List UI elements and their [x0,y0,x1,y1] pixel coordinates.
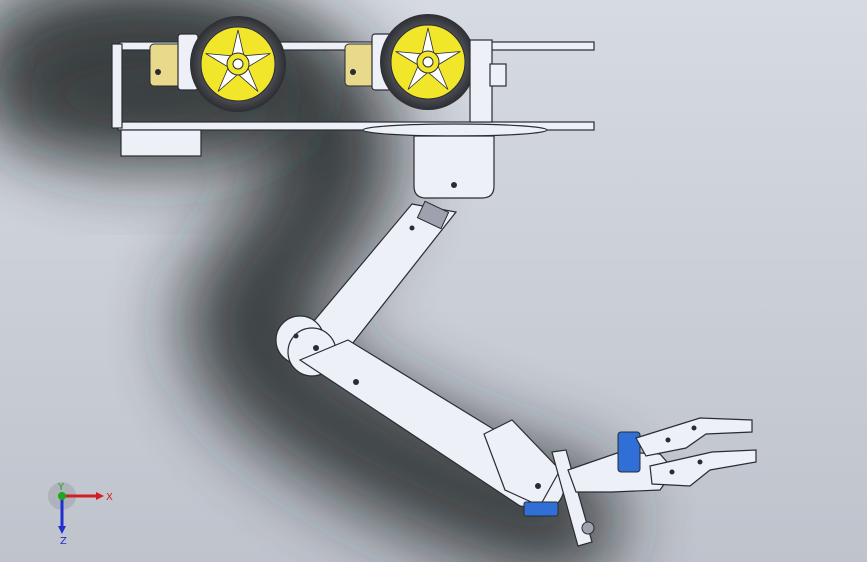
gripper-body[interactable] [567,431,675,493]
shoulder-column[interactable] [413,135,495,199]
bearing-block[interactable] [469,39,507,123]
coordinate-triad: X Y Z [48,482,113,547]
gripper-mount-plate[interactable] [551,449,595,547]
wrist-servo[interactable] [523,501,559,517]
triad-y-label: Y [57,482,65,493]
triad-z-label: Z [60,536,67,547]
chassis-plate[interactable] [111,41,595,157]
wheel-left[interactable] [190,16,286,112]
wheel-right[interactable] [380,14,476,110]
gripper-finger-upper[interactable] [635,417,753,457]
gripper-finger-lower[interactable] [649,449,757,487]
triad-x-label: X [106,492,113,503]
